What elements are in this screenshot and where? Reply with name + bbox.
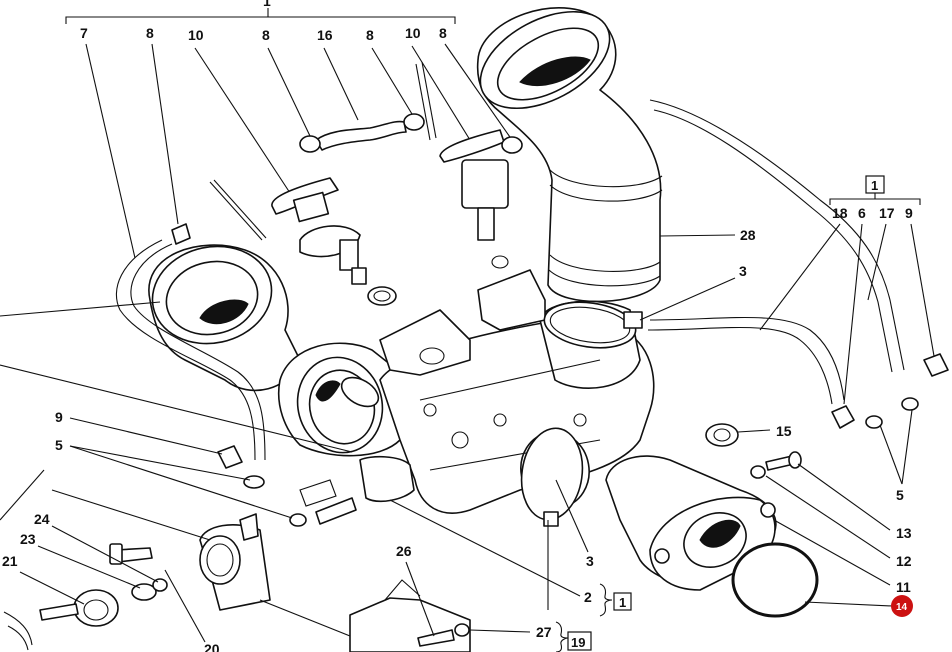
- callout-11: 11: [896, 579, 911, 595]
- callout-16: 16: [317, 27, 333, 43]
- bushing-15: [705, 423, 739, 447]
- intake-elbow-28: [476, 7, 663, 303]
- callout-5r: 5: [896, 487, 904, 503]
- right-callouts: 28 3 15 5 13 12 11 14 3: [555, 227, 913, 617]
- callout-27: 27: [536, 624, 552, 640]
- callout-17: 17: [879, 205, 895, 221]
- right-group-bracket: 1 18 6 17 9: [759, 175, 935, 405]
- callout-5l: 5: [55, 437, 63, 453]
- callout-2: 2: [584, 589, 592, 605]
- right-group-ref: 1: [871, 178, 878, 193]
- center-callouts: 2 1 27 19 26: [389, 499, 632, 652]
- callout-10b: 10: [405, 25, 421, 41]
- clamp-3-upper: [543, 301, 643, 349]
- callout-18: 18: [832, 205, 848, 221]
- hose-left: [115, 223, 266, 461]
- valve-left-10: [209, 177, 397, 306]
- screw-13: [750, 451, 802, 479]
- bottom-bracket: [349, 579, 471, 652]
- callout-8c: 8: [366, 27, 374, 43]
- bracket-parts: [379, 269, 546, 376]
- ref-2-group: 1: [619, 595, 626, 610]
- nuts-right: [831, 353, 949, 429]
- callout-23: 23: [20, 531, 36, 547]
- top-group-bracket: 1 7 8 10 8 16 8 10 8: [65, 0, 456, 43]
- callout-9l: 9: [55, 409, 63, 425]
- clamp-left: [340, 376, 380, 408]
- lower-left-parts: [3, 445, 415, 651]
- callout-8a: 8: [146, 25, 154, 41]
- callout-6: 6: [858, 205, 866, 221]
- hose-right: [647, 99, 905, 405]
- callout-28: 28: [740, 227, 756, 243]
- top-group-ref: 1: [263, 0, 271, 9]
- callout-12: 12: [896, 553, 912, 569]
- callout-13: 13: [896, 525, 912, 541]
- callout-3a: 3: [739, 263, 747, 279]
- callout-3b: 3: [586, 553, 594, 569]
- callout-14-badge: [891, 595, 913, 617]
- left-callouts: 9 5 24 23 21 20: [0, 301, 353, 652]
- callout-26: 26: [396, 543, 412, 559]
- valve-right-10: [415, 61, 509, 269]
- callout-15: 15: [776, 423, 792, 439]
- o-ring-14: [731, 542, 819, 618]
- top-leaders: [85, 43, 513, 259]
- ref-27-group: 19: [571, 635, 585, 650]
- callout-10a: 10: [188, 27, 204, 43]
- callout-24: 24: [34, 511, 50, 527]
- clamp-3-lower: [520, 427, 584, 527]
- hose-16: [299, 113, 523, 154]
- callout-21: 21: [2, 553, 18, 569]
- callout-20: 20: [204, 641, 220, 652]
- callout-9r: 9: [905, 205, 913, 221]
- callout-8b: 8: [262, 27, 270, 43]
- intake-duct-left: [277, 342, 411, 457]
- intake-funnel-left: [148, 244, 301, 392]
- callout-7: 7: [80, 25, 88, 41]
- callout-14: 14: [896, 602, 908, 613]
- callout-8d: 8: [439, 25, 447, 41]
